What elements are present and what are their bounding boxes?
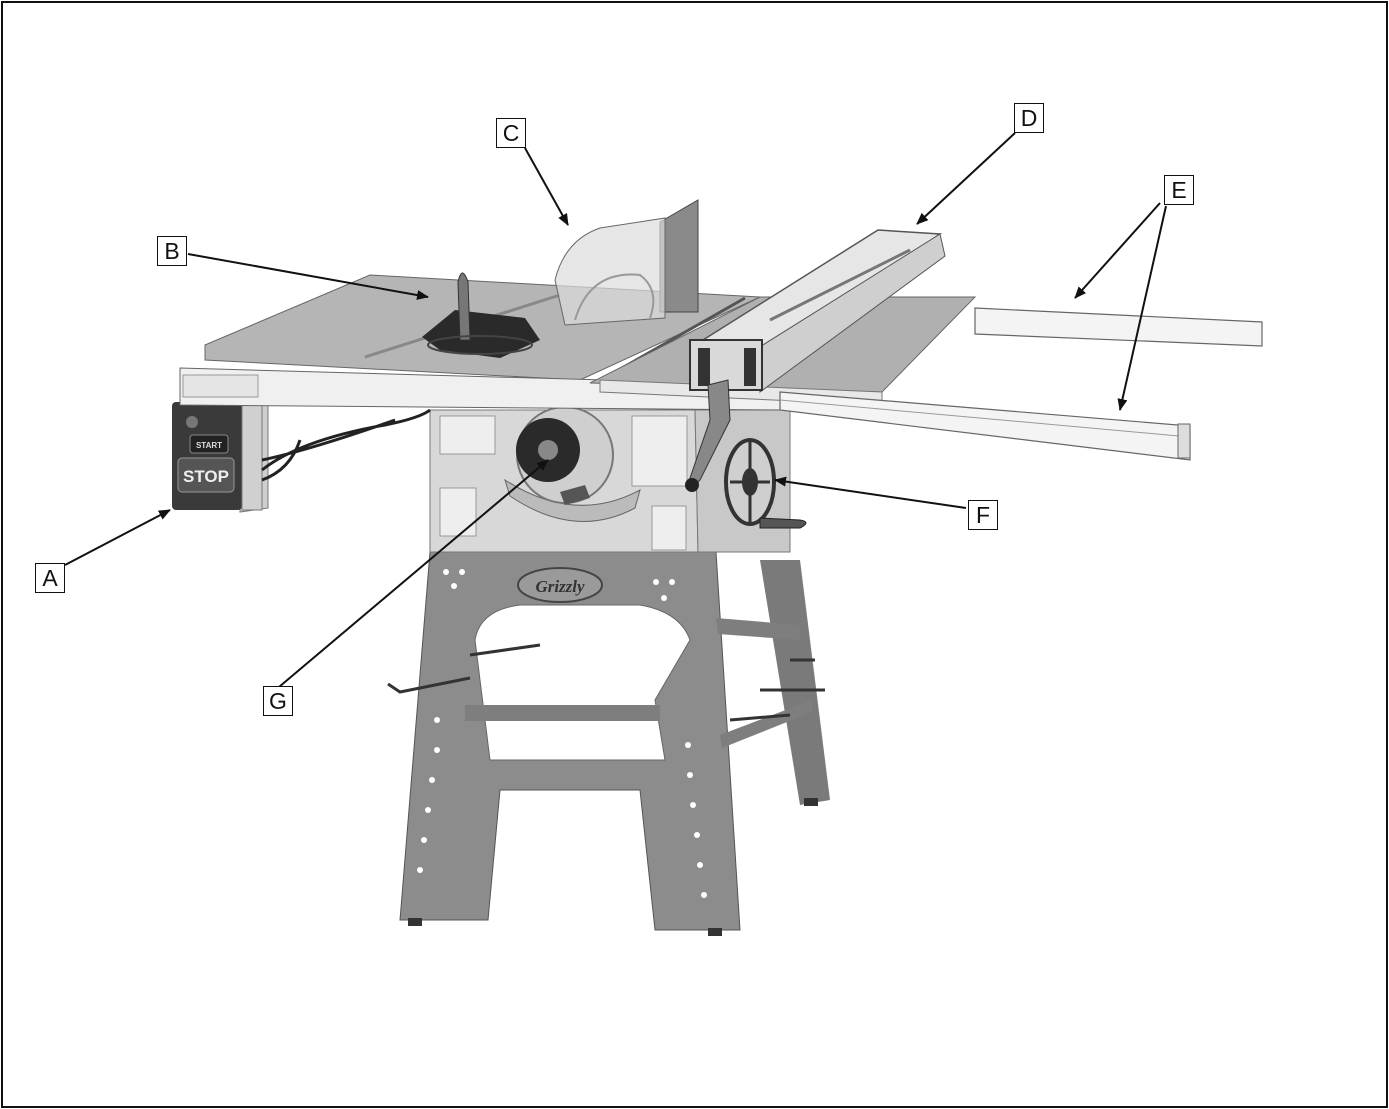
callout-d: D xyxy=(1014,103,1044,133)
leader-b xyxy=(187,253,429,300)
callout-f: F xyxy=(968,500,998,530)
front-rail xyxy=(779,391,1191,461)
fence-scale xyxy=(769,248,911,322)
leg-holes xyxy=(417,569,707,898)
hanger-right xyxy=(729,658,825,722)
callout-leaders xyxy=(64,132,1167,688)
back-leg-right xyxy=(760,560,830,805)
cabinet-warning-label xyxy=(651,505,687,551)
callout-b: B xyxy=(157,236,187,266)
bevel-handwheel-hub xyxy=(538,440,558,460)
callout-e: E xyxy=(1164,175,1194,205)
front-rail-warning-label xyxy=(182,374,259,398)
blade-height-handwheel xyxy=(724,438,807,529)
stand-opening xyxy=(474,604,691,761)
bevel-lock-knob xyxy=(560,485,590,505)
stand: Grizzly xyxy=(387,551,830,936)
miter-gauge-handle xyxy=(457,272,471,341)
brand-badge: Grizzly xyxy=(535,577,585,596)
foot-front-right xyxy=(708,928,722,936)
cabinet-label-left xyxy=(439,415,496,455)
callout-g: G xyxy=(263,686,293,716)
switch-body xyxy=(172,402,242,510)
leader-d xyxy=(916,132,1016,225)
callout-c: C xyxy=(496,118,526,148)
switch-side xyxy=(241,401,263,511)
guard-housing xyxy=(554,217,666,326)
blade-guard xyxy=(554,199,699,326)
extension-and-fence xyxy=(589,229,977,492)
riving-plate xyxy=(659,199,699,313)
fence-head-clamp-2 xyxy=(744,348,756,386)
start-label: START xyxy=(196,441,222,450)
fence-head-clamp xyxy=(698,348,710,386)
guard-blade-arc xyxy=(574,273,655,321)
foot-front-left xyxy=(408,918,422,926)
foot-back-right xyxy=(804,798,818,806)
switch-key-icon xyxy=(186,416,198,428)
front-rail-end xyxy=(1177,423,1191,459)
leader-e-2 xyxy=(1117,205,1167,411)
cabinet-label-right xyxy=(631,415,688,487)
front-rail-groove xyxy=(779,399,1191,438)
rear-rail xyxy=(974,307,1263,347)
miter-gauge-base xyxy=(422,310,540,358)
start-button[interactable] xyxy=(189,434,229,454)
brand-badge-oval xyxy=(517,567,603,603)
hanger-left xyxy=(387,643,541,694)
leader-a xyxy=(64,509,171,566)
fence-lock-knob xyxy=(685,478,699,492)
handwheel-crank xyxy=(759,517,807,529)
leader-c xyxy=(524,147,569,226)
power-switch: START STOP xyxy=(172,394,431,513)
miter-gauge-scale xyxy=(427,335,533,355)
side-brace-right-low xyxy=(720,700,812,748)
side-brace-right xyxy=(716,618,800,640)
power-cords xyxy=(261,408,431,482)
cabinet-safety-glasses-label xyxy=(439,487,477,537)
fence-rails xyxy=(779,307,1263,461)
stop-button[interactable] xyxy=(177,457,235,493)
leader-e-1 xyxy=(1074,202,1161,299)
stand-brace xyxy=(465,705,660,721)
stop-label: STOP xyxy=(183,467,229,486)
leader-g xyxy=(278,459,549,688)
leader-f xyxy=(774,476,967,509)
callout-a: A xyxy=(35,563,65,593)
